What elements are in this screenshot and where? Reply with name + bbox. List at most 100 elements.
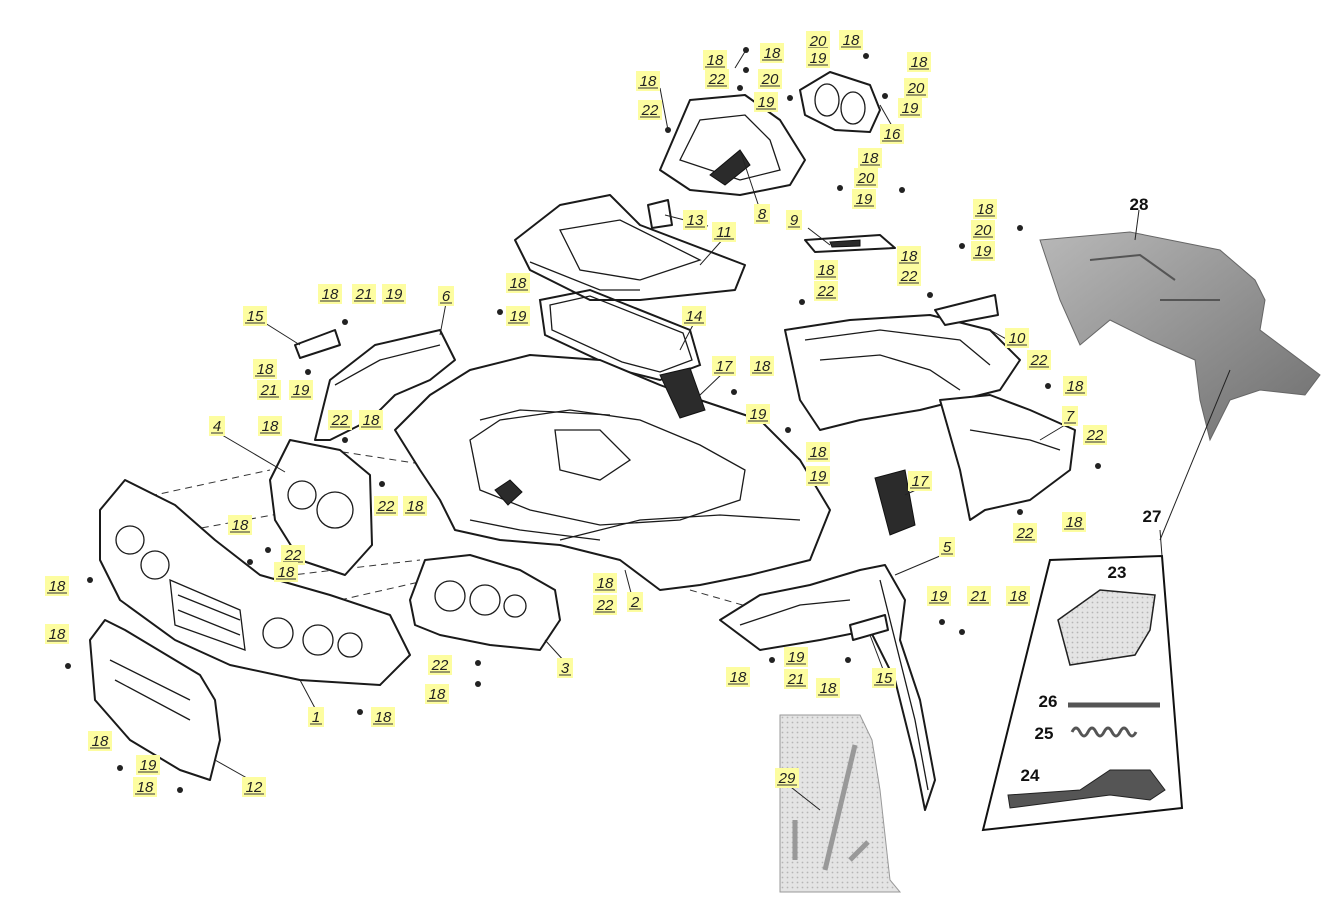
callout-text: 19: [931, 588, 948, 605]
callout-text: 18: [818, 262, 835, 279]
callout-18: 18: [425, 684, 449, 704]
callout-18: 18: [274, 562, 298, 582]
callout-text: 18: [1066, 514, 1083, 531]
callout-18: 18: [814, 260, 838, 280]
callout-18: 18: [760, 43, 784, 63]
callout-text: 19: [140, 757, 157, 774]
callout-22: 22: [1083, 425, 1107, 445]
callout-leaders: [214, 49, 1140, 811]
callout-text: 18: [322, 286, 339, 303]
callout-text: 18: [764, 45, 781, 62]
part-label-23: 23: [1108, 563, 1127, 582]
callout-text: 18: [363, 412, 380, 429]
callout-19: 19: [806, 466, 830, 486]
part-15-left-strip: [294, 329, 341, 359]
callout-text: 12: [246, 779, 263, 796]
callout-18: 18: [506, 273, 530, 293]
callout-15: 15: [872, 668, 896, 688]
callout-text: 18: [1010, 588, 1027, 605]
callout-text: 18: [1067, 378, 1084, 395]
callout-text: 20: [974, 222, 992, 239]
callout-13: 13: [683, 210, 707, 230]
callout-text: 16: [884, 126, 901, 143]
callout-22: 22: [328, 410, 352, 430]
callout-text: 20: [761, 71, 779, 88]
callout-text: 19: [788, 649, 805, 666]
callout-18: 18: [318, 284, 342, 304]
callout-21: 21: [257, 380, 281, 400]
callout-text: 9: [790, 212, 799, 229]
callout-4: 4: [209, 416, 225, 436]
callout-text: 19: [386, 286, 403, 303]
callout-text: 19: [856, 191, 873, 208]
callout-text: 18: [257, 361, 274, 378]
callout-7: 7: [1062, 406, 1078, 426]
callout-18: 18: [1062, 512, 1086, 532]
callout-text: 21: [355, 286, 373, 303]
callout-text: 20: [857, 170, 875, 187]
callout-text: 15: [876, 670, 893, 687]
callout-text: 20: [809, 33, 827, 50]
callout-17: 17: [908, 471, 932, 491]
callout-18: 18: [133, 777, 157, 797]
callout-18: 18: [371, 707, 395, 727]
part-3-center-housing: [409, 554, 561, 651]
part-9-plate: [804, 234, 896, 253]
part-10-rear-body: [784, 294, 1021, 431]
callout-text: 18: [510, 275, 527, 292]
callout-18: 18: [359, 410, 383, 430]
callout-text: 2: [630, 594, 640, 611]
callout-text: 22: [1016, 525, 1034, 542]
callout-20: 20: [904, 78, 928, 98]
part-4-headlight-housing: [269, 439, 373, 576]
callout-14: 14: [682, 306, 706, 326]
callout-text: 18: [407, 498, 424, 515]
callout-text: 18: [278, 564, 295, 581]
callout-text: 18: [911, 54, 928, 71]
callout-text: 7: [1066, 408, 1075, 425]
callout-18: 18: [403, 496, 427, 516]
callout-text: 22: [377, 498, 395, 515]
callout-20: 20: [758, 69, 782, 89]
callout-text: 21: [260, 382, 278, 399]
callout-text: 18: [49, 626, 66, 643]
callout-18: 18: [636, 71, 660, 91]
callout-18: 18: [858, 148, 882, 168]
callout-22: 22: [593, 595, 617, 615]
callout-18: 18: [726, 667, 750, 687]
callout-text: 22: [331, 412, 349, 429]
callout-21: 21: [784, 669, 808, 689]
callout-2: 2: [627, 592, 643, 612]
part-13-bracket: [647, 199, 673, 229]
callout-text: 18: [754, 358, 771, 375]
callout-text: 18: [92, 733, 109, 750]
callout-18: 18: [973, 199, 997, 219]
callout-19: 19: [754, 92, 778, 112]
callout-12: 12: [242, 777, 266, 797]
callout-text: 19: [758, 94, 775, 111]
callout-19: 19: [971, 241, 995, 261]
callout-text: 22: [900, 268, 918, 285]
callout-text: 18: [137, 779, 154, 796]
callout-text: 19: [810, 50, 827, 67]
callout-text: 22: [431, 657, 449, 674]
callout-text: 8: [758, 206, 767, 223]
part-label-24: 24: [1021, 766, 1040, 785]
fasteners: [65, 47, 1101, 793]
callout-18: 18: [1063, 376, 1087, 396]
callout-22: 22: [1027, 350, 1051, 370]
callout-18: 18: [258, 416, 282, 436]
callout-1: 1: [308, 707, 324, 727]
callout-19: 19: [927, 586, 951, 606]
callout-text: 22: [641, 102, 659, 119]
callout-text: 1: [312, 709, 320, 726]
callout-text: 22: [1086, 427, 1104, 444]
callout-text: 5: [943, 539, 952, 556]
callout-18: 18: [253, 359, 277, 379]
callout-19: 19: [784, 647, 808, 667]
callout-18: 18: [806, 442, 830, 462]
callout-text: 18: [597, 575, 614, 592]
